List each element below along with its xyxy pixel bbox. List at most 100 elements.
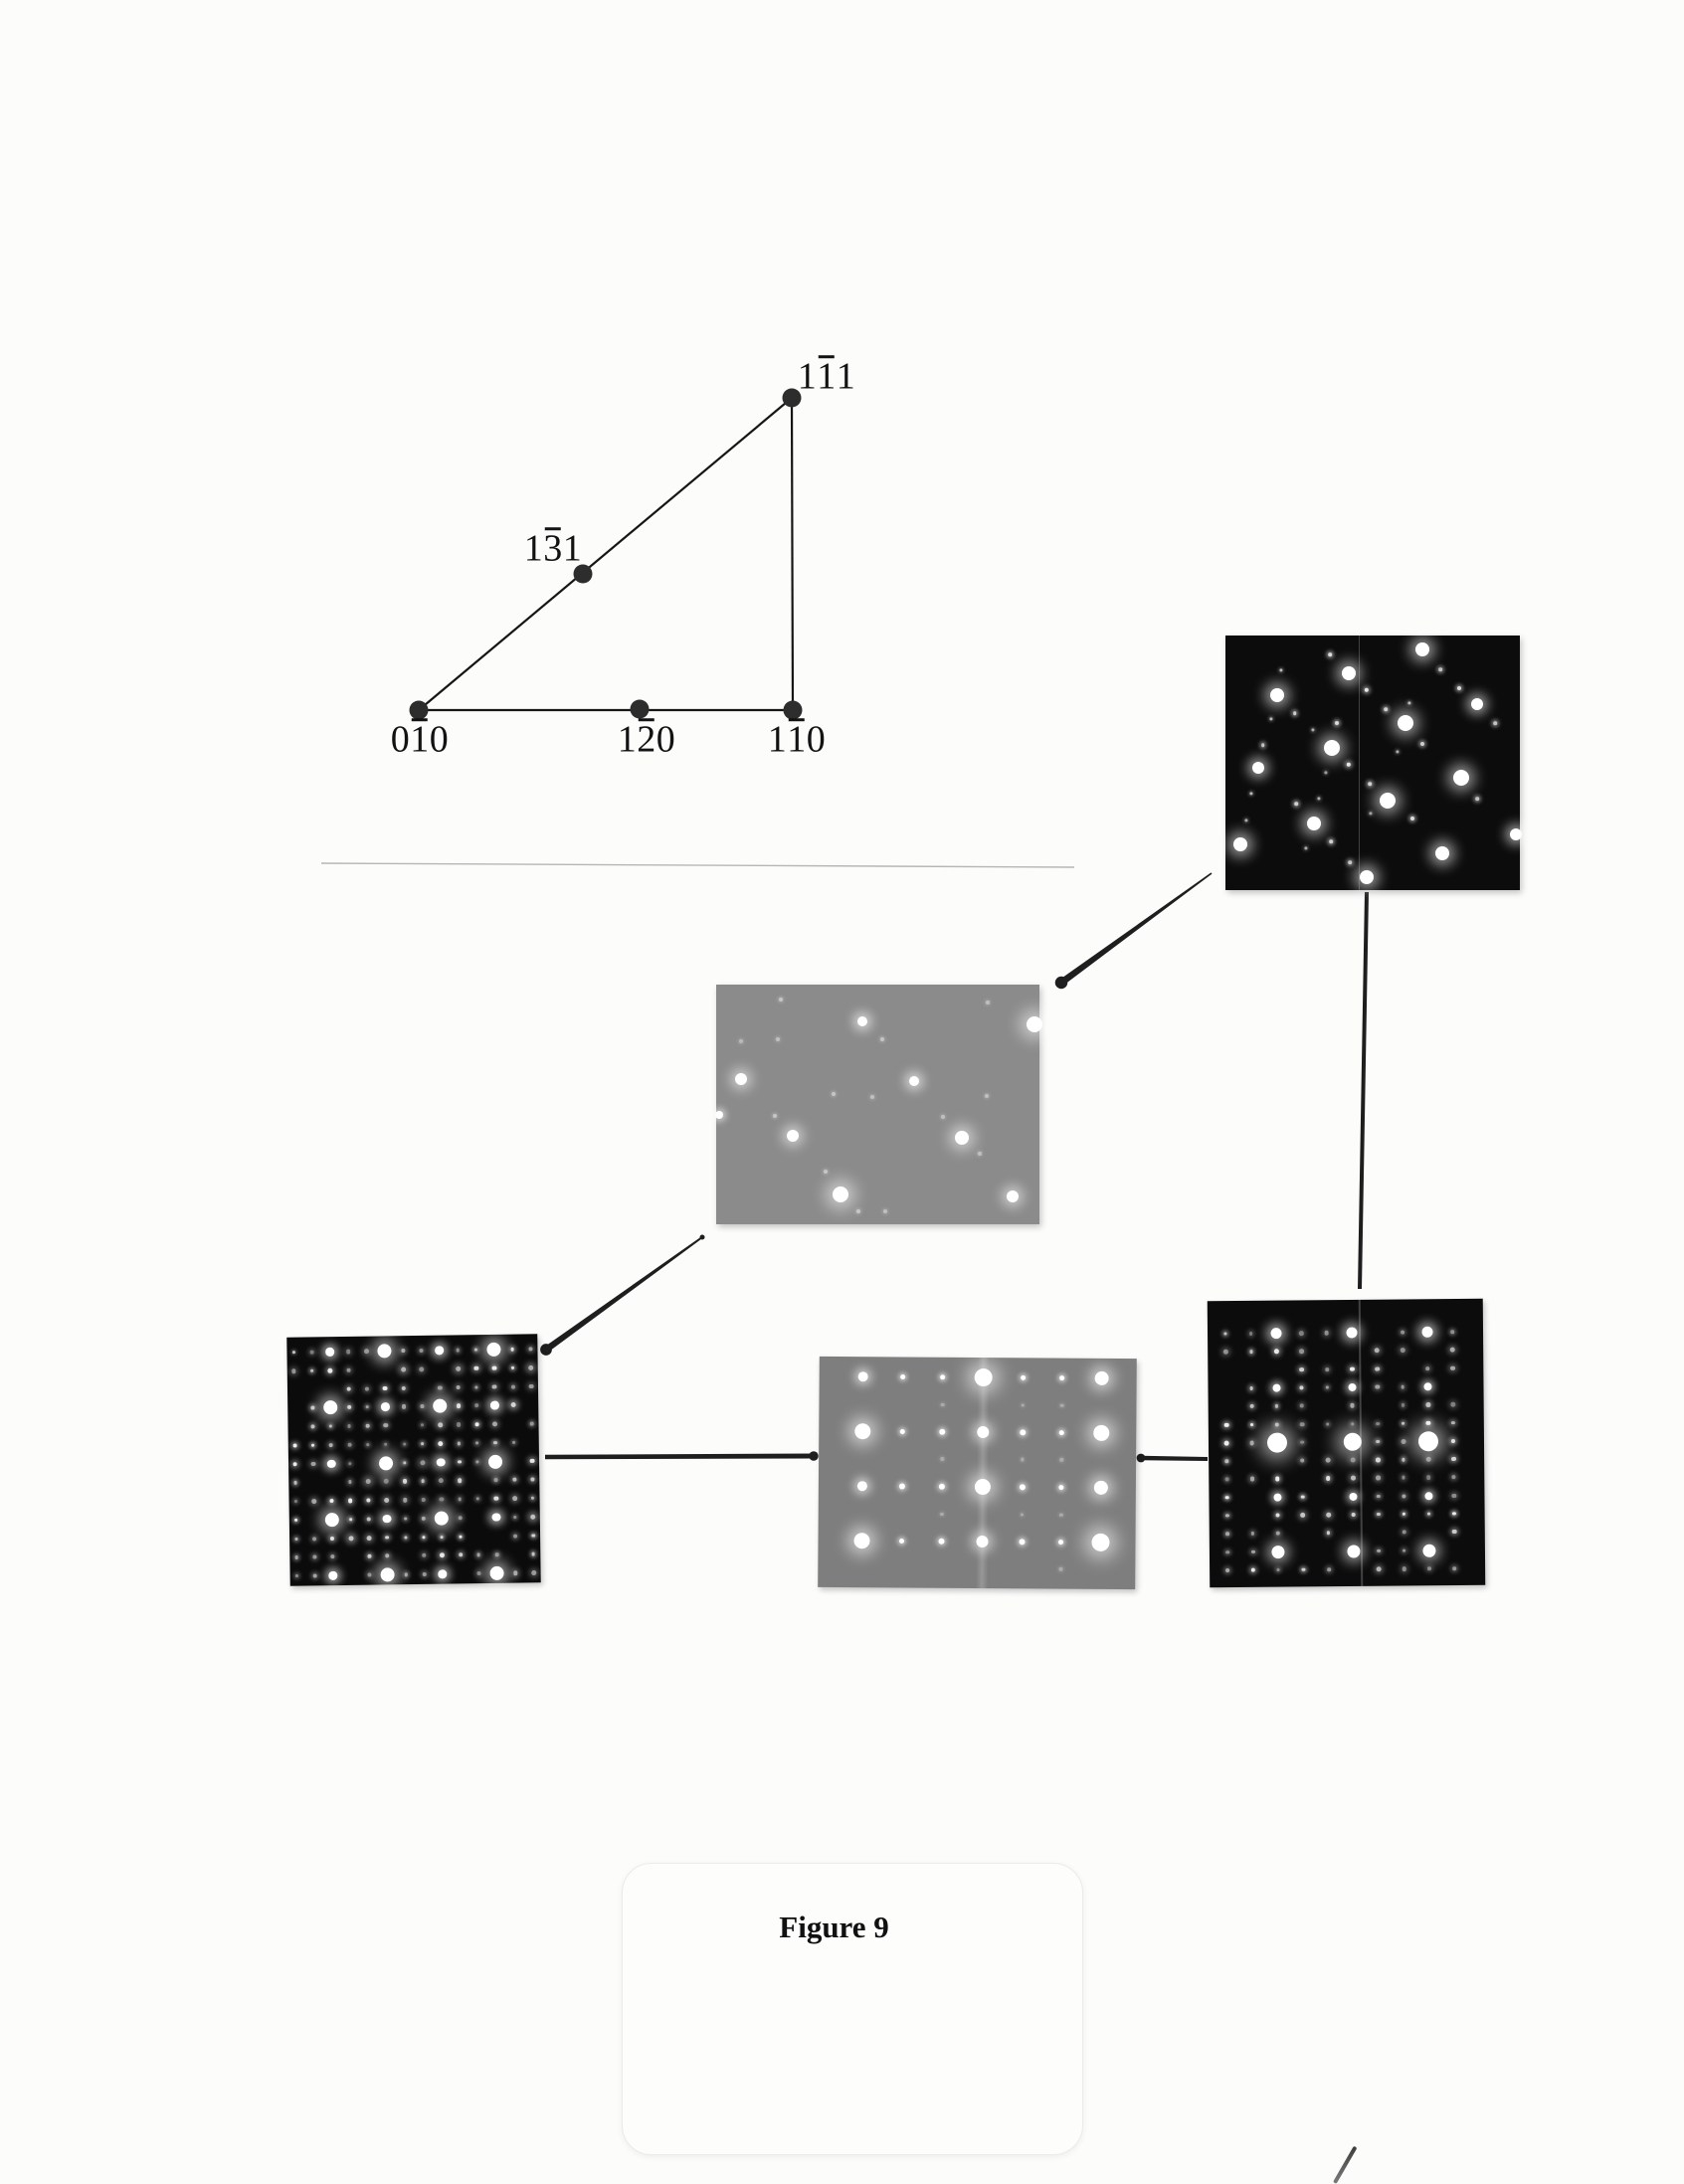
diffraction-spot <box>293 1537 298 1541</box>
diffraction-spot <box>528 1347 533 1352</box>
miller-index-label-120: 120 <box>618 716 676 764</box>
diffraction-spot <box>1223 1440 1229 1446</box>
diffraction-spot <box>1325 1385 1329 1389</box>
diffraction-spot <box>512 1515 517 1519</box>
diffraction-spot <box>1300 1403 1304 1408</box>
connector-line-end-blob <box>1054 976 1068 990</box>
diffraction-spot <box>1250 1549 1255 1554</box>
diffraction-spot <box>1324 1330 1330 1336</box>
diffraction-spot <box>1324 771 1328 775</box>
triangle-pole-dot <box>782 388 802 408</box>
diffraction-spot <box>347 1442 352 1447</box>
diffraction-spot <box>735 1072 748 1085</box>
diffraction-spot <box>1269 717 1273 721</box>
diffraction-spot <box>435 1346 445 1355</box>
diffraction-spot <box>421 1498 426 1502</box>
diffraction-spot <box>310 1405 315 1410</box>
index-digit: 0 <box>390 718 411 761</box>
connector-line <box>545 1453 814 1460</box>
diffraction-spot <box>490 1400 499 1410</box>
diffraction-spot <box>1058 1567 1063 1571</box>
index-digit: 0 <box>655 718 676 761</box>
diffraction-spot <box>833 1185 849 1202</box>
diffraction-spot <box>510 1402 516 1408</box>
diffraction-spot <box>1249 1476 1255 1482</box>
diffraction-spot <box>420 1404 425 1408</box>
connector-line <box>1141 1455 1208 1461</box>
diffraction-spot <box>380 1567 395 1582</box>
diffraction-spot <box>1020 1374 1026 1380</box>
diffraction-spot <box>1451 1438 1456 1443</box>
diffraction-spot <box>456 1421 462 1427</box>
diffraction-spot <box>458 1552 464 1557</box>
diffraction-spot <box>439 1497 445 1502</box>
diffraction-spot <box>366 1442 370 1446</box>
diffraction-spot <box>377 1344 392 1359</box>
diffraction-spot <box>293 1481 297 1485</box>
diffraction-spot <box>1325 1457 1331 1463</box>
diffraction-spot <box>1347 1544 1361 1558</box>
index-digit: 1 <box>562 527 583 570</box>
diffraction-spot <box>1400 1330 1404 1335</box>
diffraction-spot <box>491 1365 497 1370</box>
diffraction-spot <box>853 1533 870 1549</box>
diffraction-spot <box>1452 770 1469 787</box>
diffraction-spot <box>1294 802 1298 806</box>
diffraction-spot <box>1402 1494 1406 1499</box>
diffraction-spot <box>325 1347 335 1357</box>
diffraction-spot <box>1376 1421 1380 1425</box>
diffraction-spot <box>422 1535 426 1540</box>
diffraction-spot <box>438 1384 443 1390</box>
diffraction-spot <box>421 1441 425 1446</box>
diffraction-spot <box>382 1385 388 1391</box>
diffraction-spot <box>420 1423 425 1427</box>
diffraction-spot <box>1304 846 1308 850</box>
diffraction-spot <box>474 1385 478 1389</box>
diffraction-spot <box>900 1373 906 1379</box>
diffraction-spot <box>940 1402 945 1407</box>
diffraction-spot <box>400 1366 406 1372</box>
diffraction-spot <box>512 1570 518 1575</box>
diffraction-spot <box>1377 1548 1382 1553</box>
diffraction-spot <box>1059 1375 1065 1381</box>
diffraction-spot <box>1249 1440 1255 1446</box>
diffraction-spot <box>1402 1476 1405 1480</box>
diffraction-spot <box>1379 793 1396 810</box>
diffraction-spot <box>310 1443 315 1447</box>
diffraction-spot <box>880 1037 885 1042</box>
figure-caption: Figure 9 <box>779 1910 889 1944</box>
diffraction-spot <box>366 1535 372 1541</box>
diffraction-spot <box>530 1477 535 1482</box>
diffraction-spot <box>882 1208 887 1213</box>
diffraction-spot <box>1427 1566 1432 1571</box>
diffraction-spot <box>1409 817 1414 821</box>
diffraction-spot <box>1249 792 1253 796</box>
diffraction-spot <box>459 1535 463 1539</box>
diffraction-panel-top-right <box>1225 636 1522 890</box>
diffraction-spot <box>939 1428 946 1435</box>
diffraction-spot <box>1334 721 1339 726</box>
diffraction-spot <box>955 1130 969 1145</box>
diffraction-spot <box>363 1349 369 1355</box>
diffraction-spot <box>1021 1457 1025 1462</box>
diffraction-spot <box>323 1400 338 1415</box>
diffraction-spot <box>384 1497 390 1503</box>
diffraction-spot <box>531 1551 536 1556</box>
triangle-edge <box>790 397 795 711</box>
diffraction-spot <box>1019 1539 1026 1546</box>
diffraction-spot <box>1058 1484 1064 1491</box>
diffraction-spot <box>292 1461 298 1467</box>
connector-line-end-blob <box>540 1344 552 1356</box>
diffraction-spot <box>347 1461 352 1466</box>
diffraction-spot <box>421 1516 426 1521</box>
index-digit: 1 <box>523 527 544 570</box>
diffraction-spot <box>324 1512 340 1527</box>
diffraction-spot <box>1299 1331 1304 1336</box>
triangle-pole-dot <box>783 700 803 720</box>
diffraction-panel-bottom-middle <box>818 1356 1137 1590</box>
diffraction-spot <box>1306 817 1321 831</box>
diffraction-spot <box>420 1459 426 1465</box>
diffraction-spot <box>899 1428 905 1434</box>
diffraction-panel-bottom-right <box>1207 1298 1486 1588</box>
diffraction-spot <box>510 1384 515 1389</box>
